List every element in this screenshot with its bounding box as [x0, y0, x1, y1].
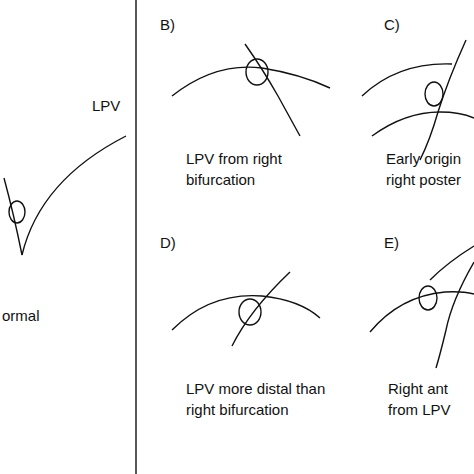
bifurcation-circle	[9, 201, 25, 223]
panel-letter: E)	[384, 232, 399, 253]
bifurcation-circle	[419, 286, 437, 310]
bifurcation-circle	[425, 82, 443, 106]
vein-curve	[420, 40, 466, 160]
panel-letter: C)	[384, 14, 400, 35]
panel-caption: Early origin right poster	[386, 148, 474, 190]
panel-caption: LPV from right bifurcation	[186, 148, 298, 190]
vein-curve	[232, 272, 290, 346]
panel-caption: Right ant from LPV	[388, 378, 474, 420]
vein-curve	[370, 292, 474, 332]
vein-curve	[22, 136, 126, 255]
vein-curve	[362, 64, 452, 96]
vein-curve	[372, 112, 474, 136]
vein-curve	[245, 44, 300, 136]
panel-letter: D)	[160, 232, 176, 253]
vein-curve	[4, 178, 22, 255]
vein-curve	[172, 296, 320, 330]
panel-caption: LPV more distal than right bifurcation	[186, 378, 346, 420]
bifurcation-circle	[239, 299, 261, 325]
vein-label: LPV	[92, 95, 120, 116]
vein-curve	[436, 262, 474, 368]
bifurcation-circle	[246, 59, 268, 85]
panel-divider	[135, 0, 136, 474]
panel-letter: B)	[160, 14, 175, 35]
vein-curve	[172, 67, 330, 96]
panel-caption: ormal	[2, 305, 40, 326]
